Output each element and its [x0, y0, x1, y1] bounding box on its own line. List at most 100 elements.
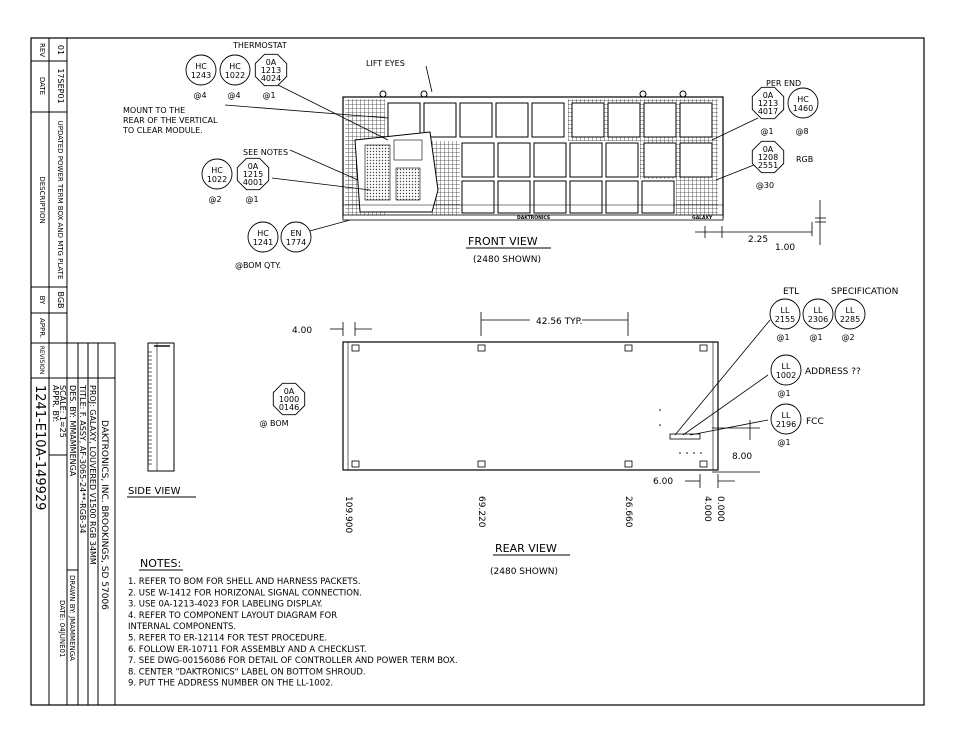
dim-2-25: 2.25	[748, 235, 768, 245]
bubble-number: 1774	[286, 238, 306, 247]
dim-4-00: 4.00	[292, 326, 312, 336]
title-line: TITLE: F. ASSY, AF-3065-24**-RGB-34	[78, 384, 87, 533]
scale: SCALE: 1=25	[58, 385, 67, 438]
note-line: 8. CENTER "DAKTRONICS" LABEL ON BOTTOM S…	[128, 667, 366, 677]
rev-value: 01	[56, 45, 65, 55]
note-line: 6. FOLLOW ER-10711 FOR ASSEMBLY AND A CH…	[128, 645, 367, 655]
bubble-circle	[201, 158, 233, 190]
module-grid	[387, 102, 713, 214]
bubble-number: 1000	[279, 395, 299, 404]
bubble-number: 1241	[253, 238, 273, 247]
drawn-by: DRAWN BY: JMAMMENGA	[68, 575, 76, 661]
bubble-circle	[770, 403, 802, 435]
bubble-number: 1022	[225, 71, 245, 80]
bubble-prefix: HC	[257, 229, 269, 238]
dim-6-00: 6.00	[653, 477, 673, 487]
appr-header: APPR.	[38, 318, 46, 338]
x-26-660: 26.660	[623, 496, 633, 528]
lift-eyes-label: LIFT EYES	[366, 59, 405, 68]
dim-1-00: 1.00	[775, 243, 795, 253]
date-header: DATE	[38, 77, 46, 95]
bubble-circle	[802, 298, 834, 330]
bubble-prefix: HC	[797, 95, 809, 104]
note-line: 4. REFER TO COMPONENT LAYOUT DIAGRAM FOR	[128, 611, 337, 621]
des-by: DES. BY: MMAMMENGA	[68, 385, 77, 477]
bubble-number: 1243	[191, 71, 211, 80]
bubble-suffix: 4001	[243, 178, 263, 187]
bubble-circle	[770, 354, 802, 386]
bubble-quantity: @ BOM	[259, 419, 288, 428]
by-header: BY	[38, 296, 46, 305]
description-header: DESCRIPTION	[38, 176, 46, 223]
note-line: 5. REFER TO ER-12114 FOR TEST PROCEDURE.	[128, 634, 327, 644]
bubble-prefix: 0A	[266, 58, 277, 67]
side-view-title: SIDE VIEW	[128, 486, 181, 497]
dim-42-56: 42.56 TYP.	[536, 317, 583, 327]
bubble-prefix: HC	[211, 166, 223, 175]
bubble-suffix: 0146	[279, 403, 299, 412]
bubble-circle	[280, 221, 312, 253]
etl-label: ETL	[783, 287, 799, 297]
dim-8-00: 8.00	[732, 452, 752, 462]
bubble-number: 1208	[758, 153, 778, 162]
rev-header: REV	[38, 43, 46, 57]
bubble-prefix: EN	[290, 229, 301, 238]
bubble-octagon	[751, 140, 785, 174]
bubble-prefix: HC	[195, 62, 207, 71]
bubble-quantity: @2	[841, 333, 854, 342]
note-line: 1. REFER TO BOM FOR SHELL AND HARNESS PA…	[128, 577, 361, 587]
thermostat-label: THERMOSTAT	[232, 41, 287, 50]
bubble-prefix: 0A	[763, 91, 774, 100]
bubble-suffix: 4024	[261, 74, 281, 83]
bubble-prefix: LL	[814, 306, 823, 315]
bubble-quantity: @1	[777, 389, 790, 398]
bubble-prefix: 0A	[284, 387, 295, 396]
drawing-number: 1241-E10A-149929	[32, 385, 47, 510]
bubble-number: 2155	[775, 315, 795, 324]
by-value: BGB	[56, 291, 65, 308]
x-4-000: 4.000	[702, 496, 712, 522]
rear-view-shown: (2480 SHOWN)	[490, 567, 558, 577]
bubble-prefix: LL	[782, 362, 791, 371]
mount-note-3: TO CLEAR MODULE.	[122, 126, 203, 135]
per-end-label: PER END	[766, 79, 801, 88]
bubble-quantity: @1	[776, 333, 789, 342]
bubble-circle	[834, 298, 866, 330]
title-block: REVISION 1241-E10A-149929 APPR. BY: SCAL…	[30, 342, 116, 706]
bubble-quantity: @4	[227, 91, 240, 100]
note-line: INTERNAL COMPONENTS.	[128, 622, 236, 632]
specification-label: SPECIFICATION	[831, 287, 898, 297]
brand-label-right: GALAXY	[692, 215, 713, 221]
rear-view-title: REAR VIEW	[495, 542, 557, 555]
fcc-label: FCC	[806, 417, 824, 427]
notes-list: 1. REFER TO BOM FOR SHELL AND HARNESS PA…	[128, 577, 458, 689]
bubble-circle	[219, 54, 251, 86]
bubble-quantity: @1	[777, 438, 790, 447]
bubble-quantity: @BOM QTY.	[235, 261, 281, 270]
note-line: 2. USE W-1412 FOR HORIZONAL SIGNAL CONNE…	[128, 588, 362, 598]
bubble-suffix: 4017	[758, 107, 778, 116]
bubble-number: 1002	[776, 371, 796, 380]
bubble-prefix: LL	[782, 411, 791, 420]
bubble-quantity: @8	[795, 127, 808, 136]
bubble-circle	[185, 54, 217, 86]
bubble-quantity: @4	[193, 91, 206, 100]
proj-line: PROJ: GALAXY, LOUVERED V1500 RGB 34MM	[88, 385, 97, 565]
bubble-octagon	[272, 382, 306, 416]
x-109-900: 109.900	[343, 496, 353, 533]
bubble-number: 1215	[243, 170, 263, 179]
brand-label-left: DAKTRONICS	[517, 215, 550, 221]
x-0-000: 0.000	[715, 496, 725, 522]
date-value: 17SEP01	[56, 68, 65, 103]
